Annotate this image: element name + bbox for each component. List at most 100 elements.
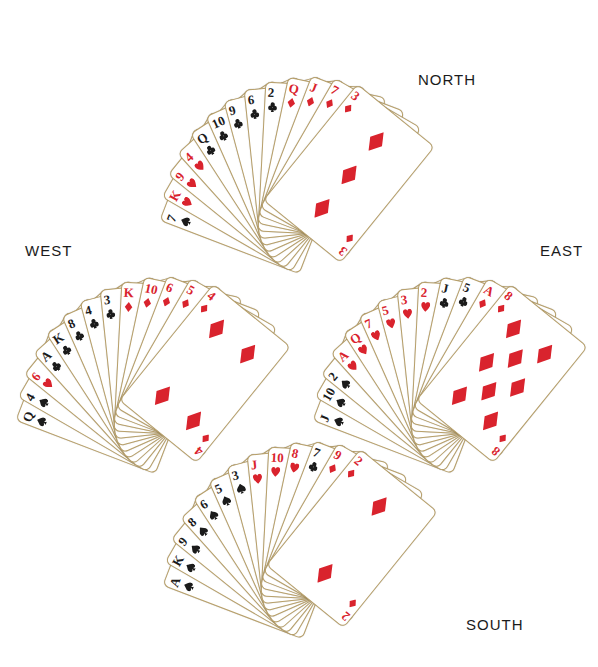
suit-shape (327, 462, 339, 474)
card-rank: 6 (164, 280, 175, 294)
suit-pip (370, 329, 382, 342)
card-rank: A (38, 348, 54, 364)
suit-pip (253, 474, 263, 485)
card-rank: 10 (210, 114, 227, 131)
suit-shape (189, 542, 202, 555)
suit-pip (307, 460, 319, 473)
suit-shape (495, 302, 507, 315)
suit-shape (180, 297, 192, 309)
suit-shape (287, 97, 296, 108)
suit-pip (204, 144, 217, 157)
suit-shape (250, 109, 260, 120)
suit-pip (142, 297, 153, 309)
card-rank: J (441, 281, 450, 295)
suit-shape (234, 340, 261, 368)
suit-pip (530, 339, 559, 369)
card-rank: 5 (461, 280, 472, 294)
suit-shape (73, 330, 85, 343)
card-rank: 2 (268, 86, 275, 99)
suit-pip (503, 372, 532, 402)
suit-shape (253, 474, 263, 485)
suit-shape (363, 127, 390, 155)
card-rank: 5 (185, 283, 197, 298)
card-rank: 8 (291, 446, 300, 460)
card-rank: 4 (23, 391, 38, 403)
card-rank: 7 (164, 213, 178, 224)
suit-pip (289, 462, 300, 474)
suit-pip (346, 597, 359, 610)
suit-shape (179, 216, 192, 228)
card-rank: 8 (66, 316, 77, 331)
suit-shape (342, 102, 354, 115)
suit-shape (336, 161, 363, 189)
suit-shape (439, 297, 450, 308)
suit-pip (357, 344, 370, 357)
suit-shape (446, 382, 473, 410)
card-rank: 2 (352, 454, 365, 468)
suit-shape (204, 144, 217, 157)
suit-shape (473, 348, 500, 376)
suit-pip (343, 232, 356, 245)
suit-shape (502, 344, 529, 372)
card-rank: Q (288, 81, 301, 96)
card-rank: 7 (329, 83, 341, 98)
suit-shape (35, 416, 48, 428)
card-rank: 8 (185, 515, 199, 529)
card-rank: A (482, 283, 497, 299)
suit-shape (309, 194, 336, 222)
suit-pip (194, 160, 207, 173)
suit-pip (386, 318, 397, 330)
suit-shape (198, 302, 210, 315)
suit-shape (477, 297, 489, 309)
card-rank: 7 (311, 445, 322, 459)
suit-pip (250, 109, 260, 120)
suit-shape (308, 461, 320, 473)
suit-pip (106, 309, 116, 320)
suit-pip (233, 118, 244, 130)
suit-shape (339, 377, 352, 390)
suit-pip (236, 483, 247, 495)
suit-shape (344, 232, 356, 245)
suit-pip (181, 196, 194, 209)
seat-label: WEST (25, 243, 72, 260)
suit-pip (501, 344, 530, 374)
card-rank: 3 (349, 89, 362, 103)
suit-shape (357, 344, 370, 357)
card-rank: 6 (247, 93, 255, 107)
suit-shape (149, 382, 176, 410)
suit-pip (73, 329, 85, 342)
card-rank: 4 (83, 303, 93, 317)
suit-pip (474, 376, 503, 406)
card-rank: J (308, 80, 319, 94)
card-rank: K (167, 188, 183, 203)
suit-pip (179, 216, 192, 228)
suit-pip (202, 314, 231, 344)
suit-shape (233, 118, 244, 130)
suit-shape (203, 315, 230, 343)
suit-shape (305, 96, 316, 108)
suit-shape (186, 177, 199, 190)
suit-pip (494, 302, 507, 315)
suit-pip (60, 344, 73, 357)
suit-shape (366, 492, 393, 520)
card-rank: Q (195, 130, 211, 146)
suit-shape (268, 102, 277, 112)
suit-pip (89, 318, 100, 330)
suit-shape (347, 360, 360, 373)
suit-pip (496, 432, 509, 445)
suit-shape (182, 581, 195, 593)
card-rank: Q (348, 330, 364, 346)
suit-shape (475, 377, 502, 405)
suit-pip (476, 406, 505, 436)
card-rank: 10 (144, 281, 159, 296)
suit-pip (189, 542, 202, 555)
suit-pip (341, 102, 354, 115)
suit-pip (199, 432, 212, 445)
suit-pip (347, 360, 360, 373)
suit-shape (504, 373, 531, 401)
suit-pip (207, 509, 220, 522)
suit-shape (180, 407, 207, 435)
suit-pip (184, 561, 197, 574)
suit-shape (200, 432, 212, 445)
suit-pip (304, 95, 316, 108)
